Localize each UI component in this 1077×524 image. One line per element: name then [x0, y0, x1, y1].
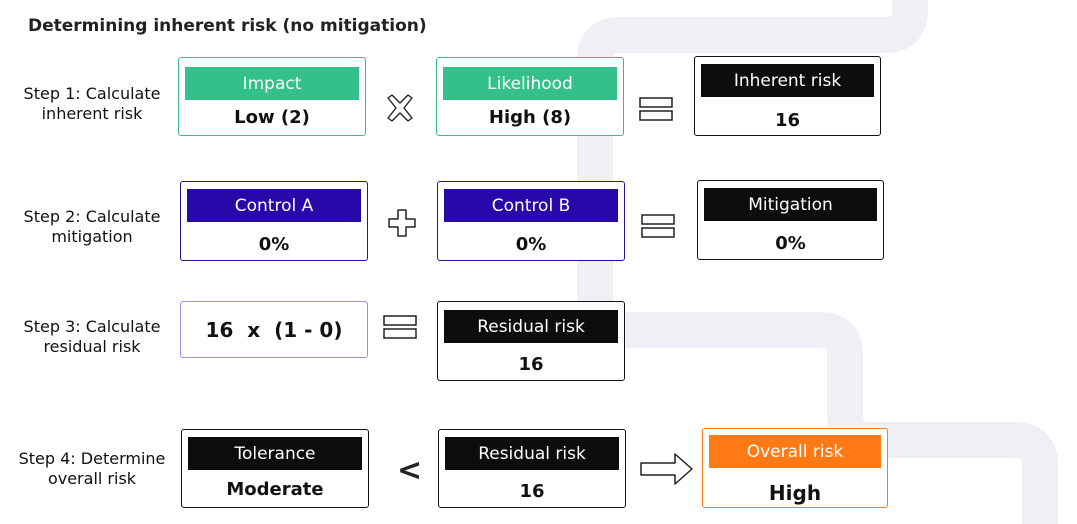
step-1-label: Step 1: Calculate inherent risk	[23, 84, 161, 123]
likelihood-card: Likelihood High (8)	[436, 57, 624, 136]
control-b-card: Control B 0%	[437, 181, 625, 261]
impact-card: Impact Low (2)	[178, 57, 366, 136]
residual-risk-value: 16	[518, 354, 544, 375]
residual-risk-header: Residual risk	[444, 310, 618, 343]
tolerance-value: Moderate	[226, 479, 324, 500]
inherent-risk-header: Inherent risk	[701, 64, 874, 97]
equals-icon	[383, 315, 417, 339]
multiply-icon	[385, 94, 415, 122]
impact-header: Impact	[185, 67, 359, 100]
tolerance-card: Tolerance Moderate	[181, 429, 369, 508]
control-a-header: Control A	[187, 189, 361, 222]
step-3-label: Step 3: Calculate residual risk	[23, 317, 161, 356]
arrow-right-icon	[640, 452, 694, 486]
equals-icon	[639, 97, 673, 121]
control-b-value: 0%	[515, 234, 547, 255]
residual-risk-compare-value: 16	[519, 481, 545, 502]
inherent-risk-value: 16	[774, 110, 801, 131]
mitigation-value: 0%	[775, 233, 806, 254]
tolerance-header: Tolerance	[188, 437, 362, 470]
mitigation-card: Mitigation 0%	[697, 180, 884, 260]
residual-formula: 16 x (1 - 0)	[180, 301, 368, 358]
likelihood-value: High (8)	[488, 107, 572, 128]
control-b-header: Control B	[444, 189, 618, 222]
residual-risk-compare-header: Residual risk	[445, 437, 619, 470]
overall-risk-header: Overall risk	[709, 435, 881, 468]
control-a-value: 0%	[258, 234, 290, 255]
equals-icon	[641, 214, 675, 238]
step-4-label: Step 4: Determine overall risk	[18, 449, 166, 488]
impact-value: Low (2)	[234, 107, 310, 128]
overall-risk-card: Overall risk High	[702, 428, 888, 508]
control-a-card: Control A 0%	[180, 181, 368, 261]
less-than-symbol: <	[397, 453, 423, 488]
inherent-risk-card: Inherent risk 16	[694, 56, 881, 136]
page-title: Determining inherent risk (no mitigation…	[28, 16, 427, 36]
likelihood-header: Likelihood	[443, 67, 617, 100]
overall-risk-value: High	[768, 481, 822, 505]
residual-risk-compare-card: Residual risk 16	[438, 429, 626, 508]
step-2-label: Step 2: Calculate mitigation	[23, 207, 161, 246]
plus-icon	[388, 209, 416, 237]
residual-risk-card: Residual risk 16	[437, 301, 625, 381]
mitigation-header: Mitigation	[704, 188, 877, 221]
